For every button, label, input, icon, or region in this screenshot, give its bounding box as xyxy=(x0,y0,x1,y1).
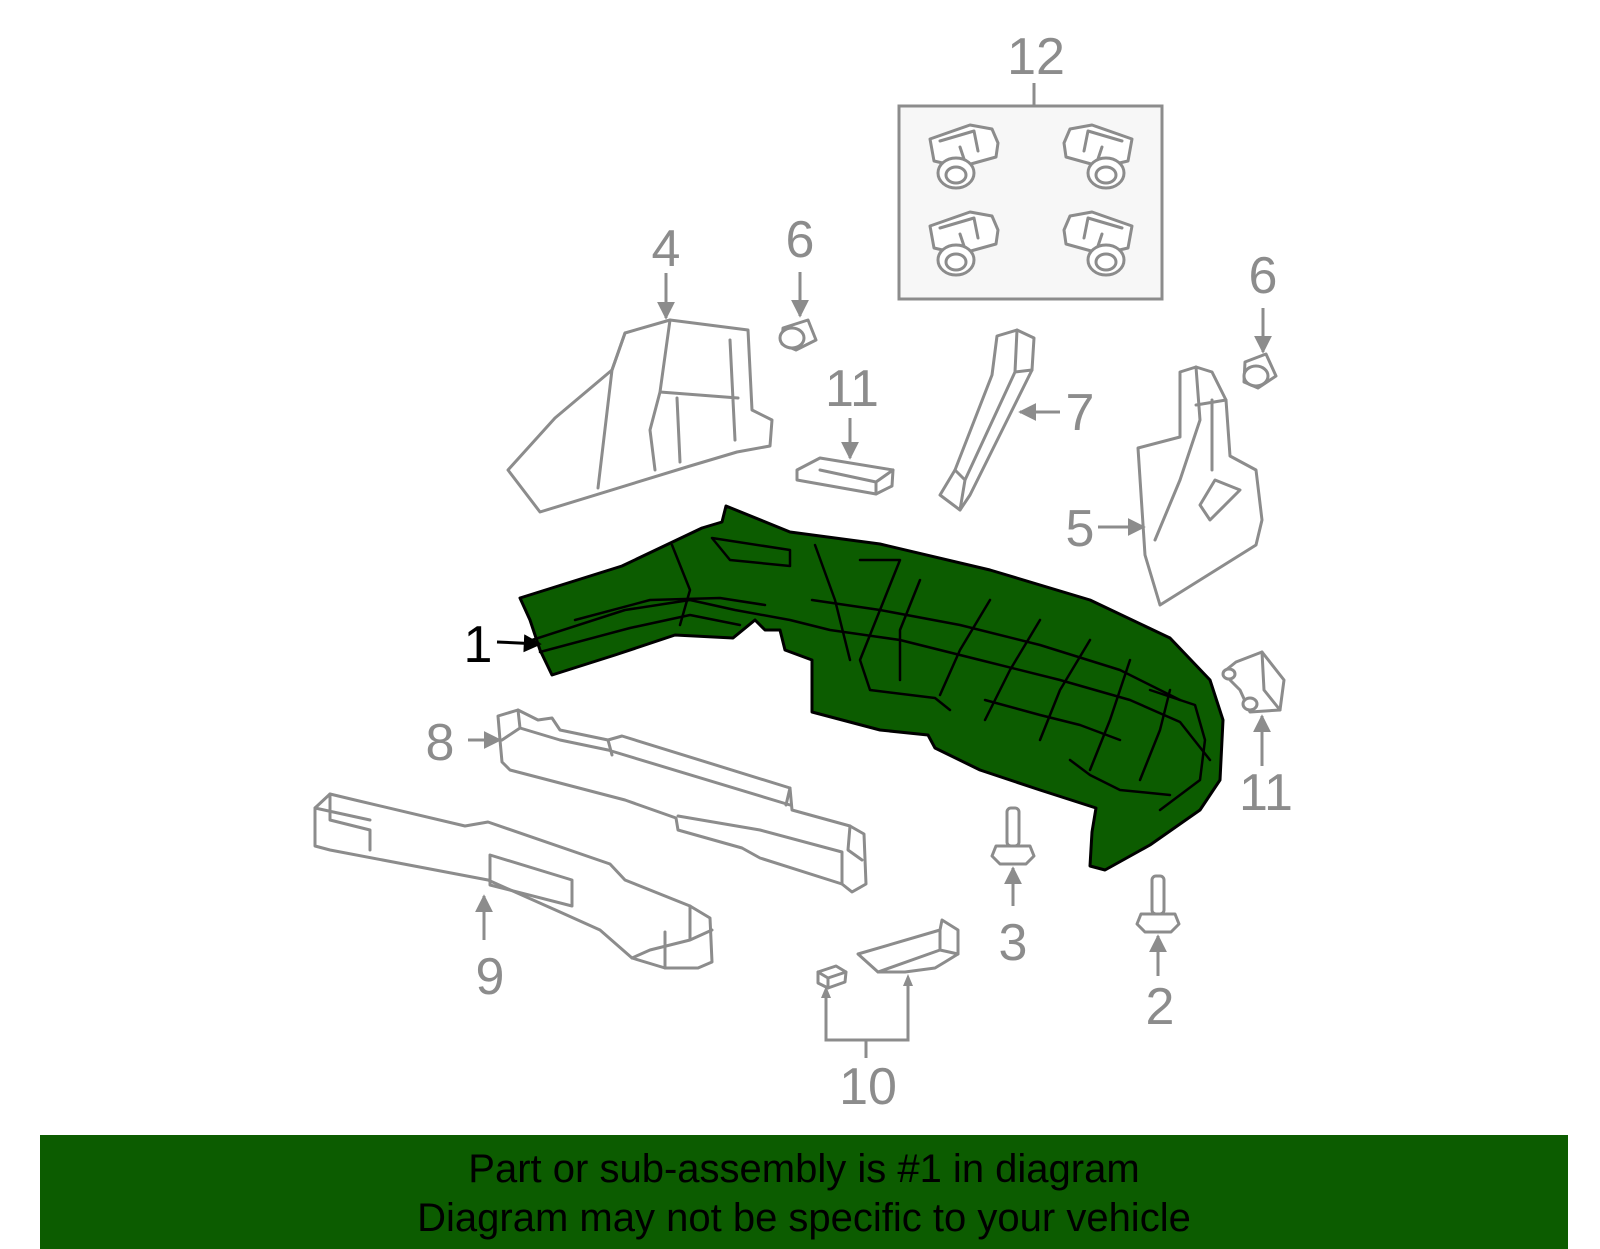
callout-4: 4 xyxy=(652,220,681,278)
callout-6-right: 6 xyxy=(1249,247,1278,305)
clip-part-6-left xyxy=(778,318,818,352)
sensor-kit-part-12 xyxy=(897,104,1164,301)
bolt-part-2 xyxy=(1135,874,1181,934)
strip-part-7 xyxy=(938,328,1036,512)
leader-1 xyxy=(496,634,542,653)
callout-5: 5 xyxy=(1066,500,1095,558)
absorber-part-8 xyxy=(496,708,868,894)
info-banner: Part or sub-assembly is #1 in diagram Di… xyxy=(40,1135,1568,1249)
callout-2: 2 xyxy=(1146,978,1175,1036)
banner-line-1: Part or sub-assembly is #1 in diagram xyxy=(468,1147,1140,1191)
banner-line-2: Diagram may not be specific to your vehi… xyxy=(417,1196,1191,1240)
pad-part-11-upper xyxy=(795,456,895,496)
callout-9: 9 xyxy=(476,948,505,1006)
callout-12: 12 xyxy=(1007,28,1065,86)
callout-11-lower: 11 xyxy=(1239,764,1293,822)
callout-6-left: 6 xyxy=(786,211,815,269)
callout-7: 7 xyxy=(1066,384,1095,442)
left-bracket-part-4 xyxy=(506,318,774,514)
leader-10 xyxy=(824,978,910,1042)
right-bracket-part-5 xyxy=(1136,365,1264,607)
callout-11-upper: 11 xyxy=(825,360,879,418)
callout-8: 8 xyxy=(426,714,455,772)
reinforcement-part-9 xyxy=(313,792,714,970)
callout-10: 10 xyxy=(839,1058,897,1116)
clip-part-11-lower xyxy=(1221,650,1286,714)
bumper-cover-part-1 xyxy=(518,504,1225,872)
callout-3: 3 xyxy=(999,914,1028,972)
brackets-part-10 xyxy=(816,918,960,990)
clip-part-6-right xyxy=(1242,352,1278,390)
callout-1: 1 xyxy=(464,616,493,674)
bolt-part-3 xyxy=(990,806,1036,866)
